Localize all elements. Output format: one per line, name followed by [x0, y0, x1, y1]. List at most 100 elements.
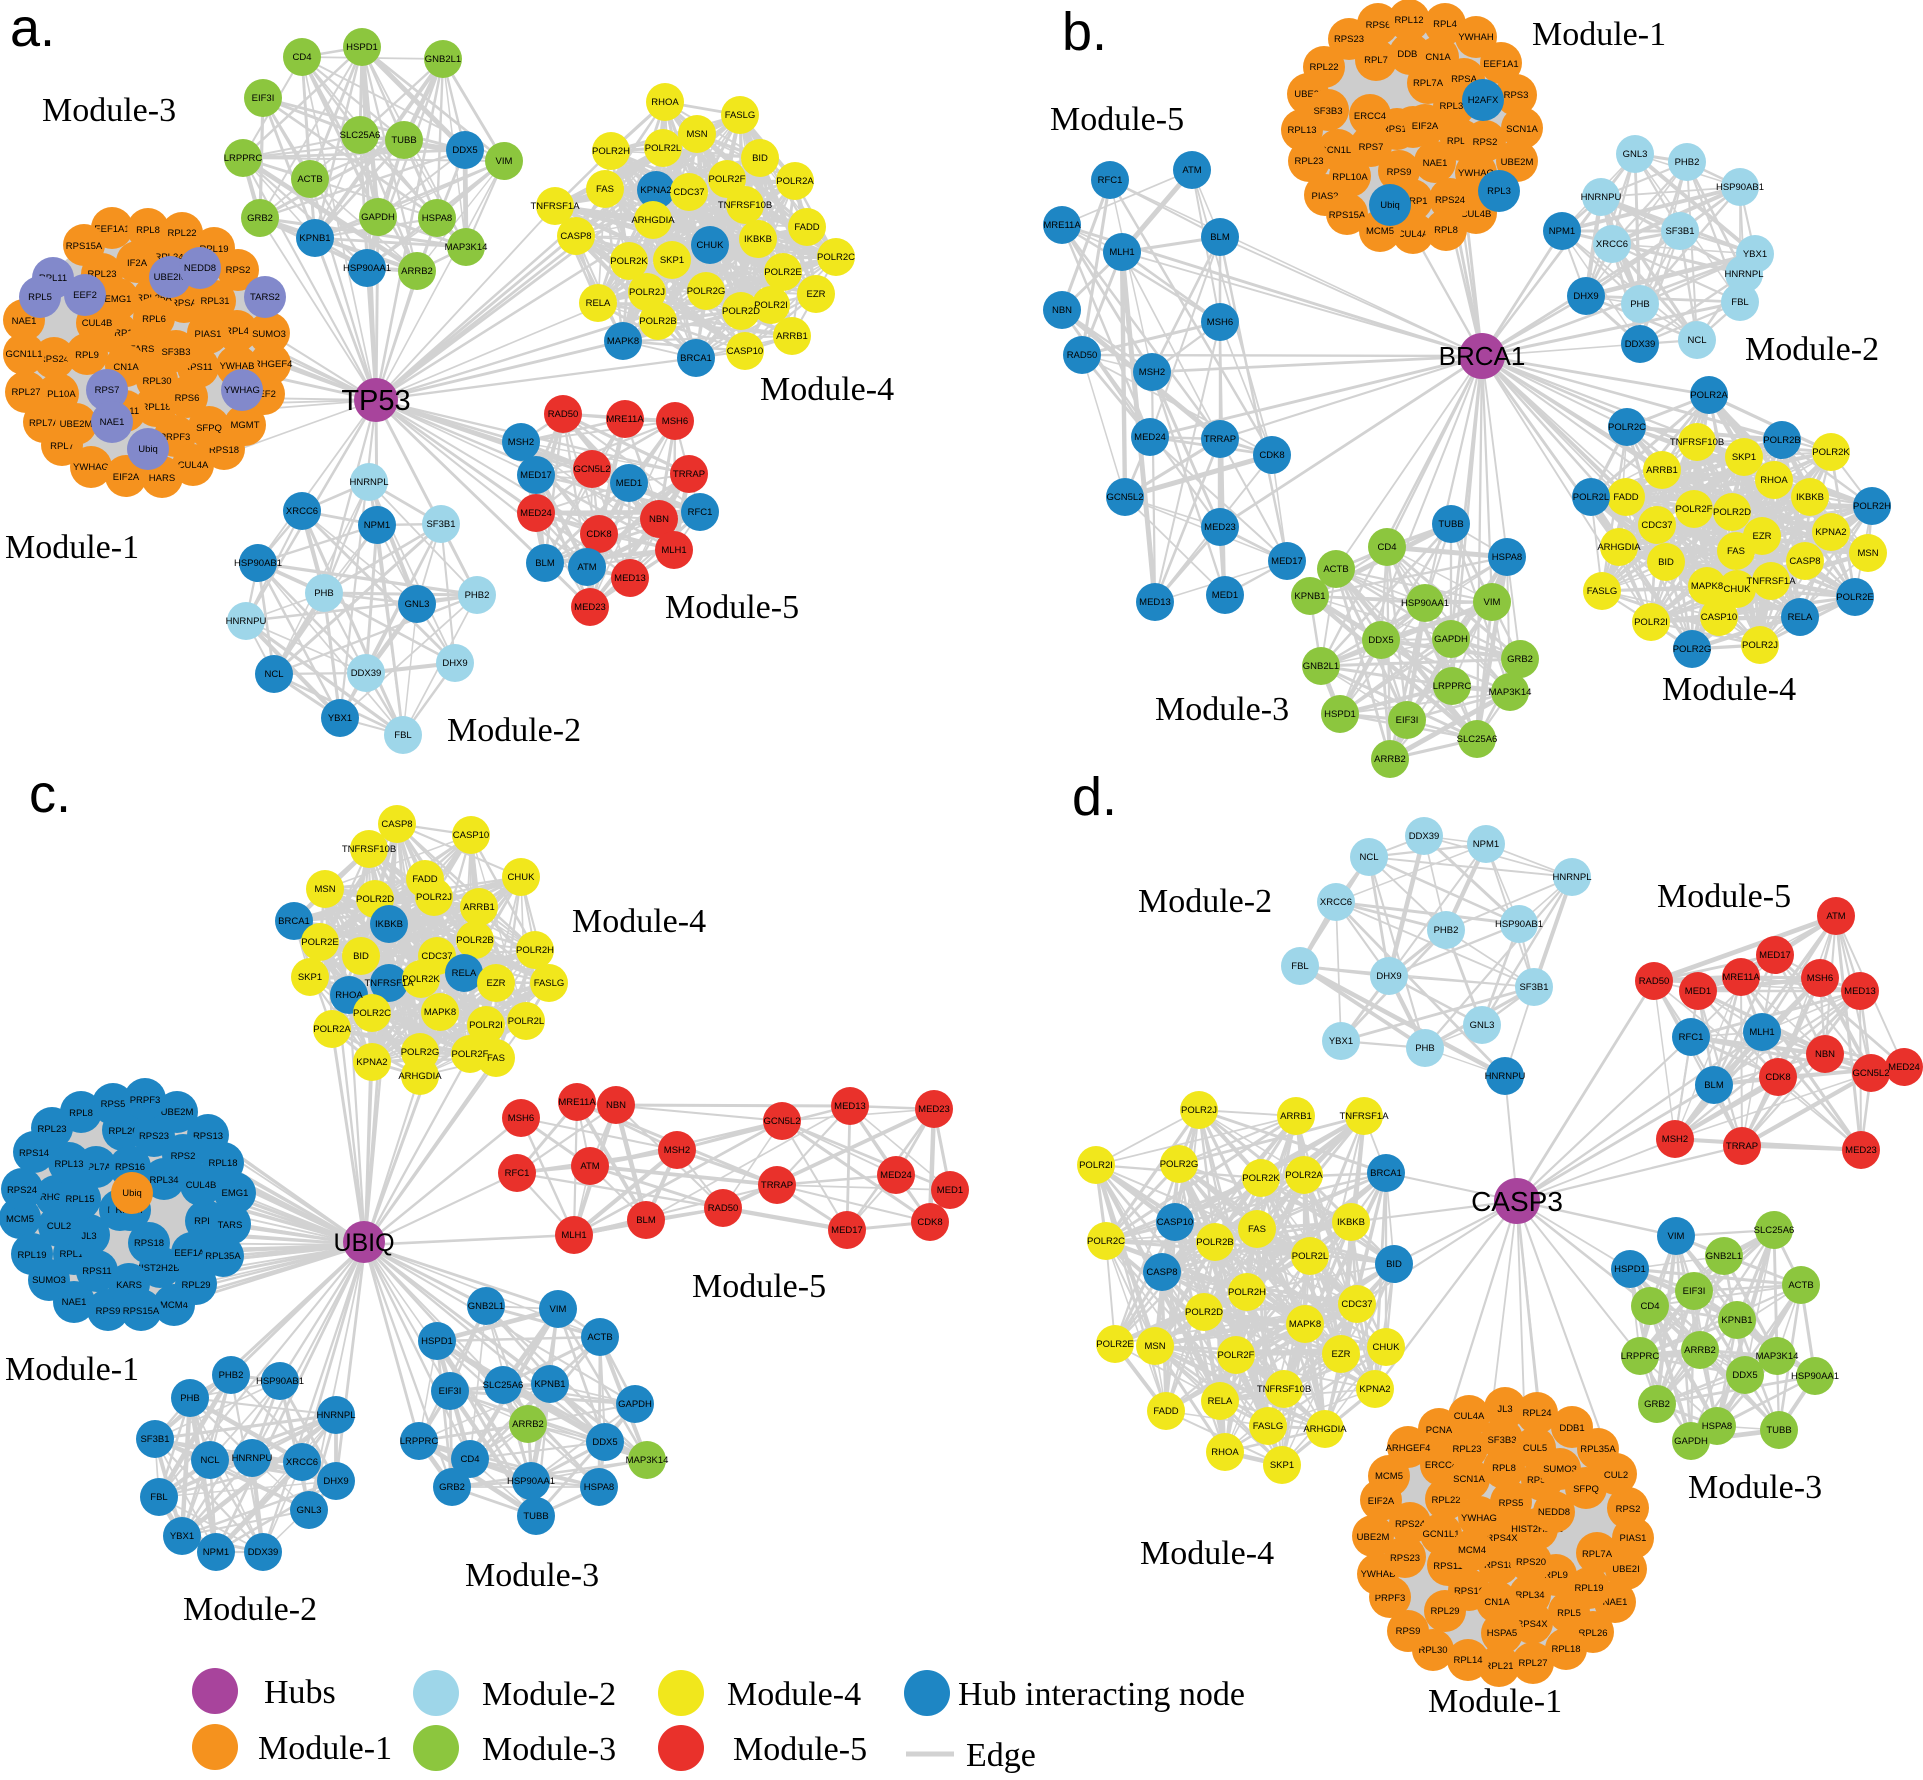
svg-text:TRRAP: TRRAP [1204, 434, 1236, 445]
svg-text:POLR2G: POLR2G [401, 1047, 440, 1058]
svg-text:HSP90AA1: HSP90AA1 [507, 1476, 555, 1487]
svg-text:RPS23: RPS23 [139, 1131, 169, 1142]
svg-text:CHUK: CHUK [1373, 1342, 1401, 1353]
svg-text:RAD50: RAD50 [1639, 976, 1670, 987]
svg-text:RPL14: RPL14 [1453, 1655, 1482, 1666]
svg-text:ERCC4: ERCC4 [1354, 111, 1386, 122]
svg-text:HSPA8: HSPA8 [1492, 552, 1522, 563]
svg-text:RPS16: RPS16 [1382, 124, 1412, 135]
svg-text:CHUK: CHUK [1724, 584, 1752, 595]
svg-text:MSH2: MSH2 [1139, 367, 1165, 378]
svg-text:NPM1: NPM1 [1473, 839, 1499, 850]
svg-text:RPSA: RPSA [1451, 74, 1478, 85]
svg-text:UBE2M: UBE2M [60, 419, 93, 430]
svg-text:GCN1L1: GCN1L1 [6, 349, 43, 360]
svg-text:CD4: CD4 [1377, 542, 1396, 553]
svg-text:ARRB1: ARRB1 [1646, 465, 1678, 476]
svg-text:VIM: VIM [1668, 1231, 1685, 1242]
svg-text:Module-4: Module-4 [1662, 671, 1796, 708]
svg-text:SLC25A6: SLC25A6 [340, 130, 381, 141]
svg-text:HSP90AA1: HSP90AA1 [343, 263, 391, 274]
svg-text:RPS5: RPS5 [1499, 1498, 1524, 1509]
svg-text:ARHGDIA: ARHGDIA [631, 215, 675, 226]
svg-text:POLR2A: POLR2A [1690, 390, 1728, 401]
svg-text:RELA: RELA [586, 298, 611, 309]
svg-text:POLR2L: POLR2L [1573, 492, 1609, 503]
svg-text:POLR2A: POLR2A [776, 176, 814, 187]
svg-text:CN1A: CN1A [113, 362, 139, 373]
svg-text:RAD50: RAD50 [1067, 350, 1098, 361]
svg-text:VIM: VIM [1484, 597, 1501, 608]
svg-text:EEF2: EEF2 [252, 389, 276, 400]
svg-text:CD4: CD4 [1640, 1301, 1659, 1312]
svg-text:FADD: FADD [794, 222, 819, 233]
svg-text:NCL: NCL [264, 669, 283, 680]
svg-text:MRE11A: MRE11A [606, 414, 644, 425]
svg-text:Ubiq: Ubiq [138, 444, 158, 455]
svg-text:CN1A: CN1A [1484, 1597, 1510, 1608]
svg-text:DDX5: DDX5 [1368, 635, 1393, 646]
svg-text:SF3B1: SF3B1 [1665, 226, 1694, 237]
svg-text:RPL5: RPL5 [1557, 1608, 1581, 1619]
svg-text:MED23: MED23 [1845, 1145, 1877, 1156]
svg-text:POLR2C: POLR2C [1087, 1236, 1125, 1247]
svg-text:PHB: PHB [1415, 1043, 1435, 1054]
svg-text:TNFRSF10B: TNFRSF10B [1670, 437, 1724, 448]
svg-text:RPL4: RPL4 [225, 326, 249, 337]
svg-text:POLR2I: POLR2I [1634, 617, 1668, 628]
svg-text:RPS11: RPS11 [183, 362, 212, 373]
svg-text:POLR2I: POLR2I [754, 300, 788, 311]
svg-text:DHX9: DHX9 [442, 658, 467, 669]
svg-text:MSH6: MSH6 [1207, 317, 1233, 328]
svg-text:DDX39: DDX39 [1409, 831, 1440, 842]
svg-text:RPL7A: RPL7A [1582, 1549, 1613, 1560]
svg-text:EZR: EZR [1332, 1349, 1351, 1360]
svg-text:MED17: MED17 [520, 470, 552, 481]
svg-text:EMG1: EMG1 [222, 1188, 249, 1199]
svg-text:MAPK8: MAPK8 [1691, 581, 1723, 592]
svg-text:ERCC4: ERCC4 [1425, 1460, 1457, 1471]
svg-text:RPL8: RPL8 [1434, 225, 1458, 236]
svg-text:ACTB: ACTB [1788, 1280, 1813, 1291]
svg-text:YWHAG: YWHAG [224, 385, 260, 396]
svg-text:XRCC6: XRCC6 [1596, 239, 1628, 250]
svg-text:Module-1: Module-1 [258, 1730, 392, 1767]
svg-text:MSN: MSN [686, 129, 707, 140]
svg-text:RPS15A: RPS15A [1329, 210, 1366, 221]
svg-text:SSRP1: SSRP1 [101, 328, 132, 339]
svg-text:MED1: MED1 [616, 478, 642, 489]
svg-text:Module-4: Module-4 [572, 903, 706, 940]
svg-text:HSP90AA1: HSP90AA1 [1401, 598, 1449, 609]
svg-text:IF2A: IF2A [127, 258, 148, 269]
svg-text:HSPD1: HSPD1 [1324, 709, 1356, 720]
svg-text:RPS4X: RPS4X [1486, 1533, 1518, 1544]
svg-text:RPL22: RPL22 [1309, 62, 1338, 73]
svg-text:Module-5: Module-5 [692, 1268, 826, 1305]
svg-text:Module-4: Module-4 [760, 371, 894, 408]
svg-text:NAE1: NAE1 [1603, 1597, 1628, 1608]
svg-text:SF3B1: SF3B1 [1519, 982, 1548, 993]
svg-text:SF3B3: SF3B3 [1313, 106, 1342, 117]
svg-text:TRRAP: TRRAP [1726, 1141, 1758, 1152]
svg-text:RPL10A: RPL10A [40, 389, 76, 400]
svg-text:UBE2M: UBE2M [154, 272, 187, 283]
svg-text:H2AFX: H2AFX [1468, 95, 1499, 106]
svg-text:Module-2: Module-2 [447, 712, 581, 749]
svg-text:RPL8: RPL8 [69, 1108, 93, 1119]
svg-text:NCL: NCL [200, 1455, 219, 1466]
svg-text:TP53: TP53 [341, 385, 410, 417]
svg-text:HSP90AB1: HSP90AB1 [1495, 919, 1543, 930]
svg-text:EZR: EZR [807, 289, 826, 300]
svg-text:MLH1: MLH1 [1109, 247, 1134, 258]
svg-text:ARHGDIA: ARHGDIA [1597, 542, 1641, 553]
svg-text:POLR2H: POLR2H [1228, 1287, 1266, 1298]
svg-text:NEDD8: NEDD8 [184, 263, 216, 274]
svg-text:CD4: CD4 [460, 1454, 479, 1465]
svg-text:MSH6: MSH6 [1807, 973, 1833, 984]
svg-text:RPL8: RPL8 [1492, 1463, 1516, 1474]
svg-text:RPL23: RPL23 [1294, 156, 1323, 167]
svg-text:HNRNPU: HNRNPU [232, 1453, 273, 1464]
svg-text:XRCC6: XRCC6 [286, 506, 318, 517]
svg-text:DDB1: DDB1 [1397, 49, 1422, 60]
svg-text:POLR2I: POLR2I [1079, 1160, 1113, 1171]
